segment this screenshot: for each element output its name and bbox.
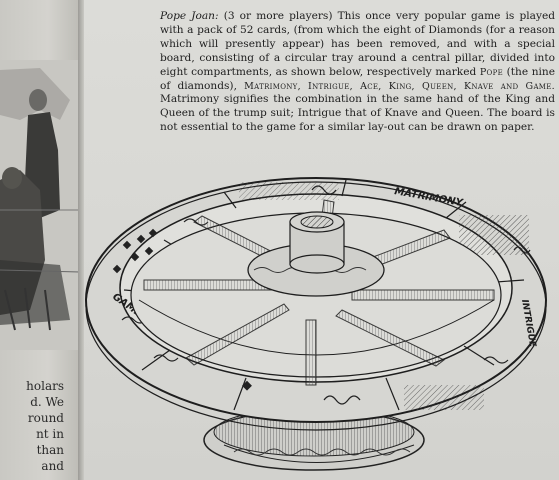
article-body-1: (3 or more players) This once very popul… xyxy=(160,10,555,78)
article-compartments: Matrimony, Intrigue, Ace, King, Queen, K… xyxy=(244,80,555,92)
left-illustration xyxy=(0,60,80,350)
left-text-line: and xyxy=(41,459,64,473)
pope-joan-board-illustration: MATRIMONY GAME INTRIGUE xyxy=(85,177,547,471)
article-body-2: (the nine of diamonds), xyxy=(160,65,555,92)
left-text-line: round xyxy=(27,411,64,425)
article-text: Pope Joan: (3 or more players) This once… xyxy=(160,10,555,135)
left-text-line: nt in xyxy=(36,427,64,441)
page-gutter xyxy=(78,0,86,480)
article-body-3: Matrimony signifies the combination in t… xyxy=(160,93,555,134)
article-lead: Pope Joan: xyxy=(160,10,219,22)
central-pillar xyxy=(247,211,385,297)
article-pope: Pope xyxy=(479,66,504,78)
left-text-line: d. We xyxy=(30,395,64,409)
left-text-line: than xyxy=(36,443,64,457)
left-text-line: holars xyxy=(26,379,64,393)
left-page: holars d. We round nt in than and xyxy=(0,0,80,480)
left-page-text: holars d. We round nt in than and xyxy=(2,378,80,474)
